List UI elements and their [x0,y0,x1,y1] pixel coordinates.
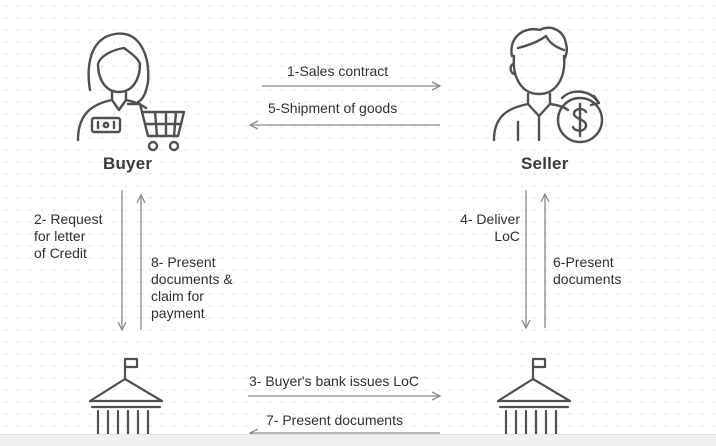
seller-with-dollar-icon [492,26,604,144]
label-bank-issues-loc: 3- Buyer's bank issues LoC [249,373,419,389]
buyer-bank-icon [88,357,164,441]
label-shipment: 5-Shipment of goods [268,100,398,116]
label-present-claim: 8- Present documents & claim for payment [151,254,233,321]
label-present-docs-banks: 7- Present documents [266,412,403,428]
seller-bank-icon [496,357,572,441]
label-sales-contract: 1-Sales contract [287,63,389,79]
buyer-label: Buyer [103,154,153,173]
label-present-docs-seller: 6-Present documents [553,254,622,287]
buyer-with-cart-icon [76,32,186,152]
seller-label: Seller [521,154,569,173]
label-deliver-loc: 4- Deliver LoC [460,211,520,244]
label-request-loc: 2- Request for letter of Credit [34,211,103,261]
bottom-strip [0,434,716,446]
